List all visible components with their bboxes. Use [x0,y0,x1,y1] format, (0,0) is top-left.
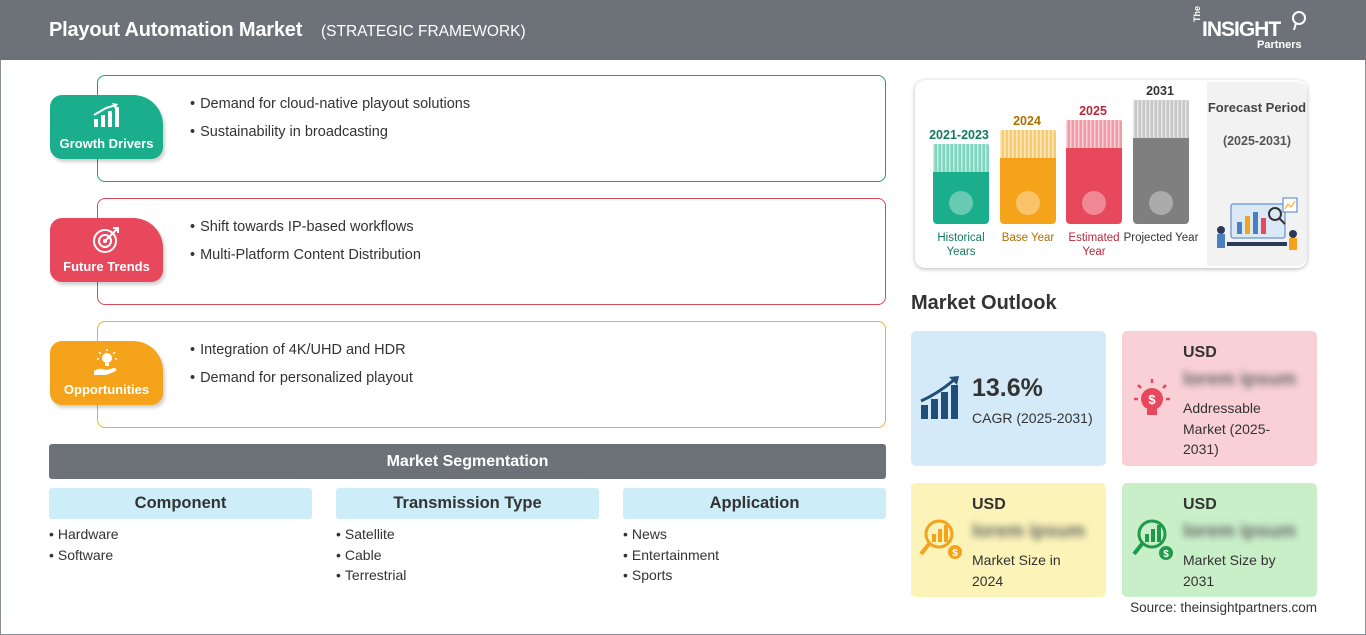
growth-drivers-card: Demand for cloud-native playout solution… [97,75,886,182]
addressable-market-box: $ USD lorem ipsum Addressable Market (20… [1122,331,1317,466]
segment-transmission-type: Transmission Type Satellite Cable Terres… [336,488,599,586]
year-label: 2024 [1013,114,1041,128]
timeline-bar-projected [1133,100,1189,224]
list-item: Shift towards IP-based workflows [190,218,421,236]
market-size-2024-label: Market Size in 2024 [972,552,1061,589]
list-item: Sports [623,565,886,586]
list-item: Sustainability in broadcasting [190,123,470,141]
bar-caption: Base Year [1001,232,1055,244]
timeline-panel: 2021-2023 Historical Years 2024 Base Yea… [915,80,1307,268]
opportunities-badge: Opportunities [50,341,163,405]
segmentation-header: Market Segmentation [49,444,886,479]
cagr-label: CAGR (2025-2031) [972,410,1093,426]
segment-title: Component [49,488,312,519]
currency-label: USD [972,496,1006,513]
svg-text:$: $ [1148,392,1156,407]
timeline-bar-estimated [1066,120,1122,224]
currency-label: USD [1183,496,1217,513]
list-item: Demand for cloud-native playout solution… [190,95,470,113]
growth-chart-icon [92,103,122,134]
market-size-2031-box: $ USD lorem ipsum Market Size by 2031 [1122,483,1317,597]
redacted-value: lorem ipsum [1183,369,1296,390]
page-subtitle: (STRATEGIC FRAMEWORK) [321,23,526,40]
timeline-bar-historical [933,144,989,224]
list-item: Terrestrial [336,565,599,586]
header-bar: Playout Automation Market (STRATEGIC FRA… [0,0,1366,60]
redacted-value: lorem ipsum [1183,521,1296,542]
list-item: Software [49,545,312,566]
segment-component: Component Hardware Software [49,488,312,565]
list-item: Multi-Platform Content Distribution [190,246,421,264]
forecast-title: Forecast Period [1207,100,1307,115]
forecast-period-box: Forecast Period (2025-2031) [1207,82,1307,266]
market-size-2031-label: Market Size by 2031 [1183,552,1276,589]
source-credit[interactable]: Source: theinsightpartners.com [1130,600,1317,615]
future-trends-badge: Future Trends [50,218,163,282]
future-trends-card: Shift towards IP-based workflows Multi-P… [97,198,886,305]
market-size-2024-box: $ USD lorem ipsum Market Size in 2024 [911,483,1106,597]
cagr-box: 13.6% CAGR (2025-2031) [911,331,1106,466]
year-label: 2031 [1146,84,1174,98]
year-label: 2021-2023 [929,128,989,142]
growth-drivers-badge: Growth Drivers [50,95,163,159]
list-item: Integration of 4K/UHD and HDR [190,341,413,359]
list-item: Demand for personalized playout [190,369,413,387]
bar-caption: Projected Year [1123,232,1199,244]
history-icon [949,191,973,215]
badge-label: Opportunities [63,382,150,397]
calendar-icon [1016,191,1040,215]
list-item: Satellite [336,524,599,545]
bar-caption: Historical Years [937,232,985,258]
list-item: News [623,524,886,545]
list-item: Cable [336,545,599,566]
forecast-range: (2025-2031) [1222,134,1292,148]
segment-application: Application News Entertainment Sports [623,488,886,586]
badge-label: Growth Drivers [59,136,154,151]
money-bulb-icon: $ [1130,375,1174,426]
addressable-label: Addressable Market (2025-2031) [1183,400,1271,457]
segment-title: Transmission Type [336,488,599,519]
market-outlook-title: Market Outlook [911,292,1057,314]
redacted-value: lorem ipsum [972,521,1085,542]
money-search-icon: $ [1130,516,1176,567]
growth-chart-icon [919,375,963,426]
svg-text:$: $ [952,548,958,559]
lightbulb-hand-icon [92,349,120,382]
segment-title: Application [623,488,886,519]
currency-label: USD [1183,344,1217,361]
badge-label: Future Trends [63,259,150,274]
year-label: 2025 [1079,104,1107,118]
timeline-bar-base [1000,130,1056,224]
opportunities-card: Integration of 4K/UHD and HDR Demand for… [97,321,886,428]
estimate-icon [1082,191,1106,215]
money-search-icon: $ [919,516,965,567]
insight-partners-logo[interactable]: The INSIGHT Partners [1190,6,1320,54]
target-icon [92,226,120,259]
analytics-illustration-icon [1217,197,1298,250]
list-item: Hardware [49,524,312,545]
presentation-icon [1149,191,1173,215]
page-title: Playout Automation Market [49,19,303,41]
svg-text:$: $ [1163,549,1169,560]
list-item: Entertainment [623,545,886,566]
cagr-value: 13.6% [972,374,1043,402]
bar-caption: Estimated Year [1068,232,1120,258]
